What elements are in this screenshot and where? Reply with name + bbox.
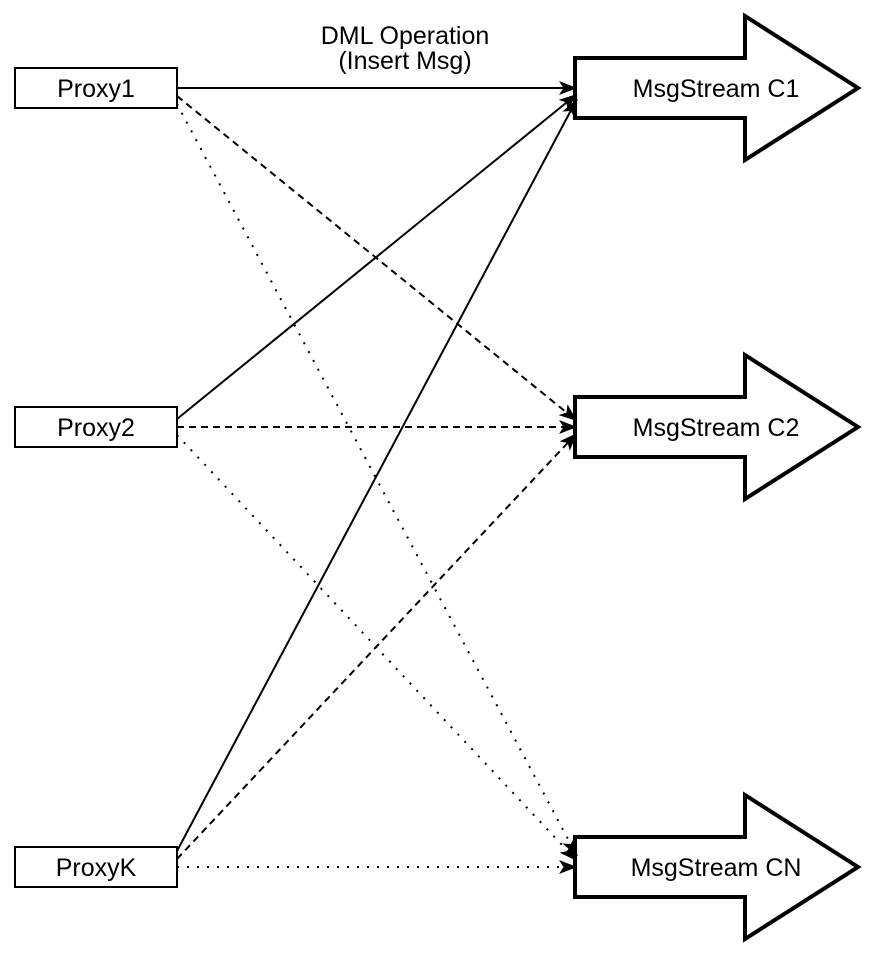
edge-title-line1: DML Operation [321,22,490,50]
edges-layer [176,81,578,874]
proxy2-label: Proxy2 [57,414,135,442]
proxy-nodes [14,67,178,888]
edge-proxy2-to-c1 [176,93,578,420]
msgstream-c2-arrow [573,351,862,503]
msgstream-c2-label: MsgStream C2 [633,414,800,442]
proxyK-box [14,846,178,888]
edge-proxy2-to-cn [176,434,578,862]
msgstream-cn-label: MsgStream CN [631,854,802,882]
msgstream-arrows [573,12,862,943]
msgstream-c1-label: MsgStream C1 [633,75,800,103]
proxyK-label: ProxyK [56,854,137,882]
proxy1-box [14,67,178,109]
edge-proxyK-to-c2 [176,432,578,860]
edge-proxy1-to-c2 [176,95,578,422]
edge-title-line2: (Insert Msg) [338,47,471,75]
proxy1-label: Proxy1 [57,75,135,103]
proxy2-box [14,406,178,448]
edge-proxy1-to-cn [176,103,578,857]
msgstream-cn-arrow [573,791,862,943]
msgstream-c1-arrow [573,12,862,164]
labels: Proxy1 Proxy2 ProxyK MsgStream C1 MsgStr… [56,22,802,882]
edge-proxyK-to-c1 [176,98,578,852]
